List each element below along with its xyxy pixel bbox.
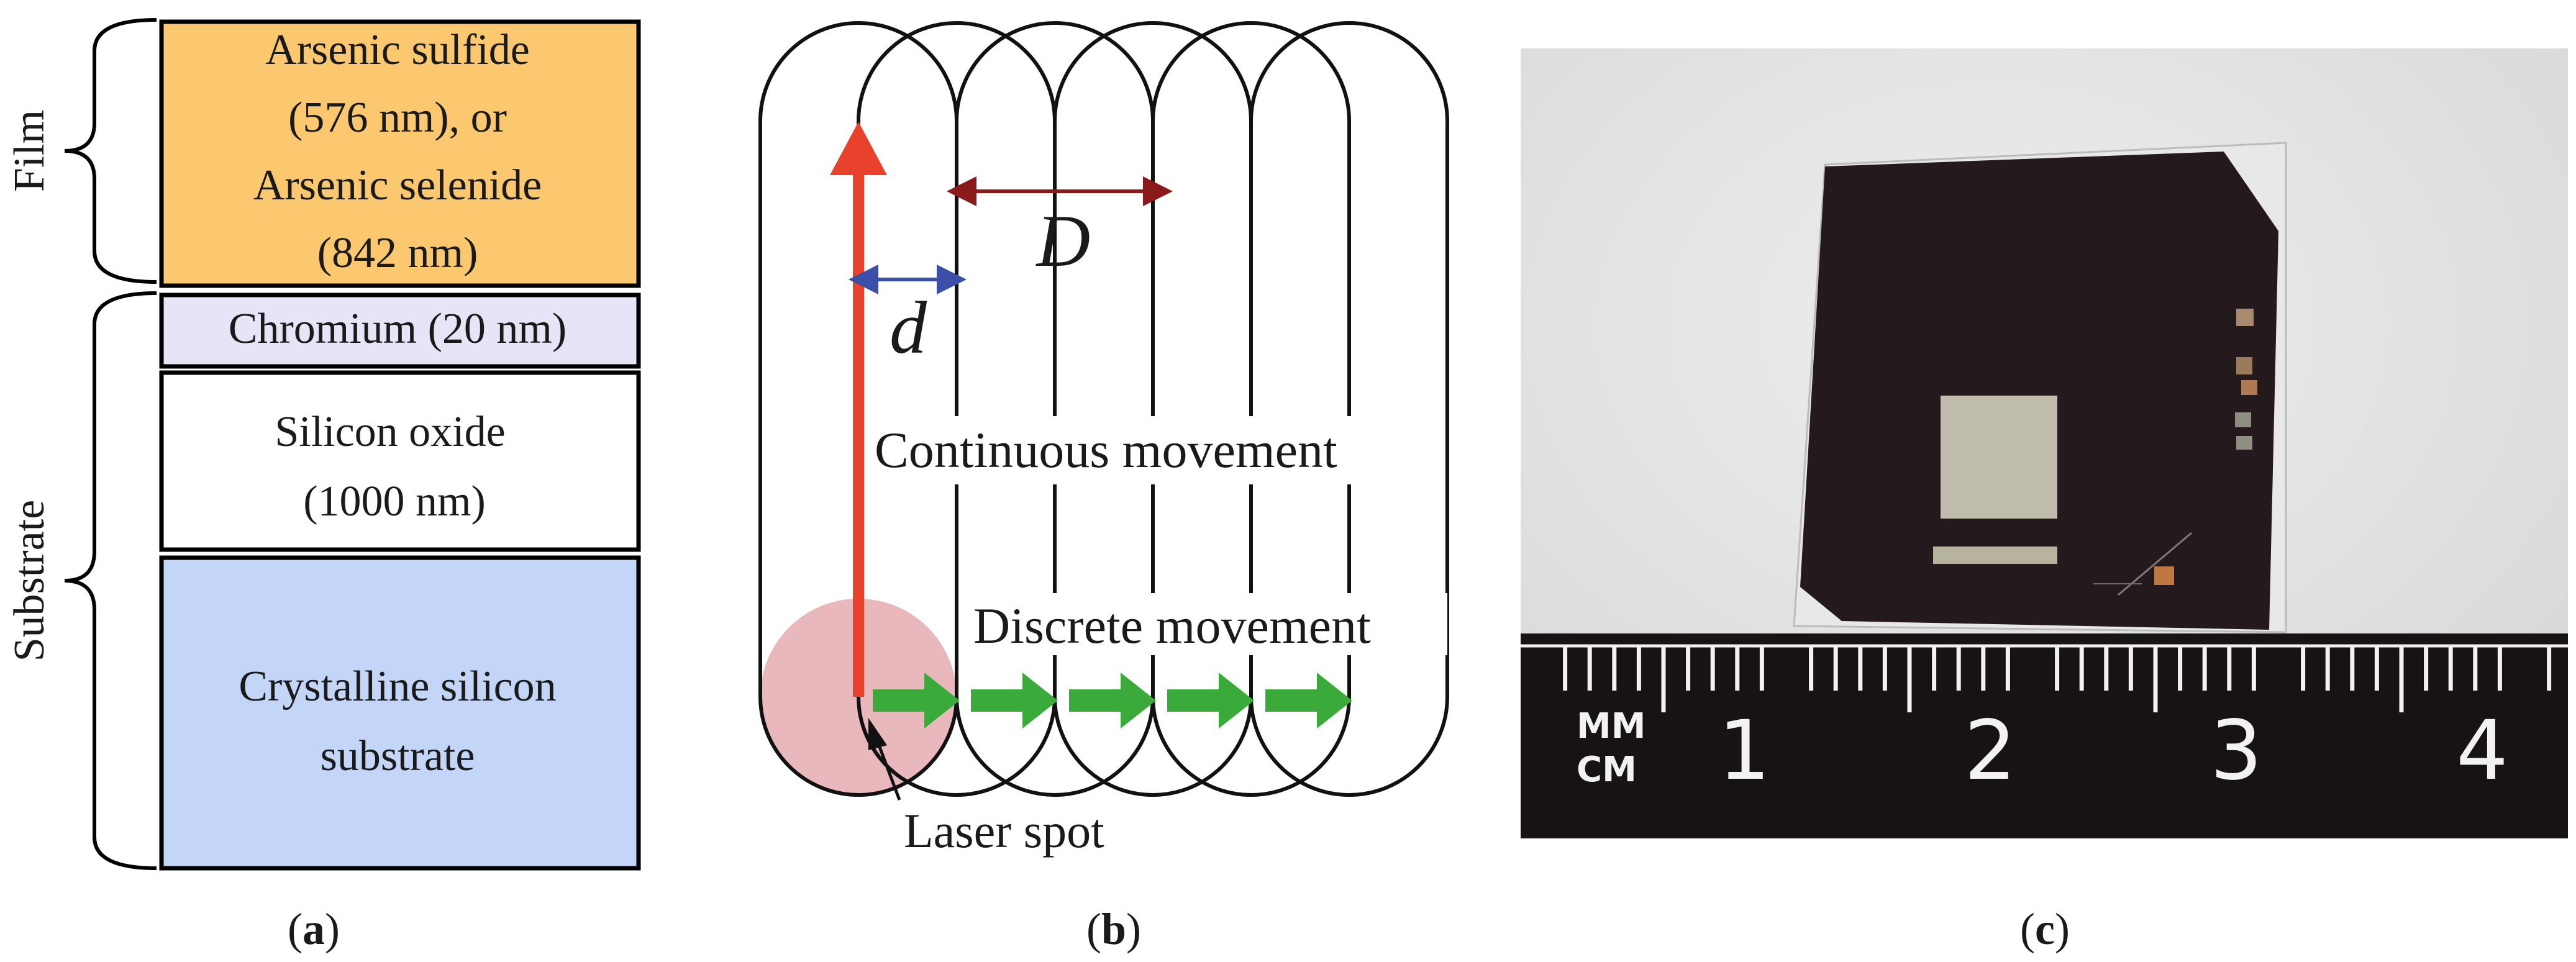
laser-spot-label: Laser spot <box>904 804 1104 858</box>
substrate-brace <box>64 291 157 870</box>
silicon-substrate-layer-box <box>159 555 641 871</box>
scan-tracks <box>758 21 1449 797</box>
ruler-number-4: 4 <box>2456 703 2508 799</box>
scan-track-5 <box>1151 21 1351 797</box>
film-layer-label-line-1: Arsenic sulfide <box>265 26 530 74</box>
silicon-substrate-label-line-1: Crystalline silicon <box>239 663 556 710</box>
silicon-oxide-layer-box <box>159 370 641 552</box>
chromium-layer-box <box>159 293 641 369</box>
test-pad-strip <box>1933 547 2057 564</box>
discrete-movement-arrows <box>873 673 1352 728</box>
ruler-ticks <box>1563 647 2552 712</box>
substrate-label: Substrate <box>6 500 53 662</box>
silicon-oxide-label-line-2: (1000 nm) <box>303 478 486 525</box>
d-label: d <box>890 286 927 369</box>
small-pad <box>2241 380 2257 395</box>
discrete-arrow-5 <box>1265 673 1352 728</box>
silicon-substrate-label-line-2: substrate <box>321 732 475 780</box>
ruler <box>1521 633 2568 838</box>
film-label: Film <box>6 110 53 192</box>
continuous-arrow-head <box>830 122 887 175</box>
sample-film <box>1800 152 2278 630</box>
film-layer-label-line-4: (842 nm) <box>317 229 478 277</box>
film-brace <box>64 18 157 284</box>
small-pad <box>2235 412 2251 427</box>
discrete-arrow-4 <box>1167 673 1254 728</box>
ruler-number-1: 1 <box>1718 703 1770 799</box>
laser-scan-diagram: D d Continuous movement Discrete movemen… <box>758 21 1449 954</box>
chromium-layer-label: Chromium (20 nm) <box>229 305 567 353</box>
ruler-unit-mm: MM <box>1577 706 1645 746</box>
discrete-arrow-1 <box>873 673 960 728</box>
ruler-number-2: 2 <box>1964 703 2016 799</box>
D-label: D <box>1035 199 1091 282</box>
small-pad <box>2236 309 2254 326</box>
test-pad-square <box>1941 396 2057 519</box>
caption-a: (a) <box>288 904 340 954</box>
small-pad <box>2154 566 2174 585</box>
discrete-arrow-2 <box>971 673 1058 728</box>
layer-stack-panel: Arsenic sulfide (576 nm), or Arsenic sel… <box>6 18 641 954</box>
sample-photo: MM CM 1 2 3 4 (c) <box>1521 48 2568 954</box>
discrete-arrow-3 <box>1069 673 1156 728</box>
laser-spot-pointer <box>875 740 901 801</box>
caption-b: (b) <box>1086 904 1141 954</box>
discrete-movement-label: Discrete movement <box>973 597 1371 654</box>
caption-c: (c) <box>2020 904 2070 954</box>
continuous-movement-label: Continuous movement <box>875 422 1337 478</box>
ruler-unit-cm: CM <box>1577 750 1637 790</box>
film-layer-label-line-3: Arsenic selenide <box>253 161 542 209</box>
small-pad <box>2236 357 2252 374</box>
film-layer-label-line-2: (576 nm), or <box>288 94 507 142</box>
ruler-number-3: 3 <box>2210 703 2262 799</box>
silicon-oxide-label-line-1: Silicon oxide <box>275 408 505 456</box>
scan-track-6 <box>1249 21 1449 797</box>
film-layer-box <box>159 19 641 288</box>
small-pad <box>2236 436 2252 450</box>
